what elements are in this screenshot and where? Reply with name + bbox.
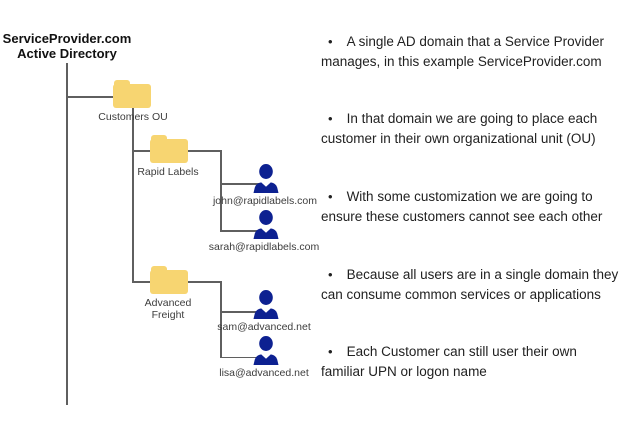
bullet-dot: • xyxy=(328,111,333,126)
folder-body xyxy=(113,84,151,108)
user-icon-john xyxy=(253,164,279,193)
connector-customers-vertical xyxy=(132,106,134,283)
bullet-dot: • xyxy=(328,344,333,359)
user-head xyxy=(259,164,273,179)
folder-label-advanced-freight-line2: Freight xyxy=(151,309,185,321)
connector-to-lisa xyxy=(220,356,262,358)
user-body xyxy=(253,182,279,193)
note-bullet-2: •In that domain we are going to place ea… xyxy=(321,109,619,149)
user-body xyxy=(253,228,279,239)
folder-label-customers-ou: Customers OU xyxy=(98,111,168,123)
folder-label-advanced-freight-line1: Advanced xyxy=(144,297,192,309)
diagram-title-line1: ServiceProvider.com xyxy=(2,31,132,46)
folder-body xyxy=(150,139,188,163)
folder-icon-rapid-labels xyxy=(150,135,188,163)
connector-advanced-vertical xyxy=(220,281,222,358)
folder-icon-advanced-freight xyxy=(150,266,188,294)
user-label-sarah: sarah@rapidlabels.com xyxy=(208,241,320,253)
note-text-1: A single AD domain that a Service Provid… xyxy=(321,34,604,69)
user-label-john: john@rapidlabels.com xyxy=(212,195,318,207)
connector-to-sam xyxy=(220,311,262,313)
note-bullet-1: •A single AD domain that a Service Provi… xyxy=(321,32,619,72)
connector-to-sarah xyxy=(220,230,262,232)
user-head xyxy=(259,336,273,351)
diagram-title: ServiceProvider.com Active Directory xyxy=(0,31,142,61)
note-text-4: Because all users are in a single domain… xyxy=(321,267,619,302)
folder-label-advanced-freight: Advanced Freight xyxy=(145,297,192,321)
note-bullet-5: •Each Customer can still user their own … xyxy=(321,342,619,382)
connector-to-customers-ou xyxy=(66,96,116,98)
folder-icon-customers-ou xyxy=(113,80,151,108)
user-icon-sarah xyxy=(253,210,279,239)
connector-to-john xyxy=(220,183,262,185)
diagram-title-line2: Active Directory xyxy=(17,46,117,61)
user-label-sam: sam@advanced.net xyxy=(217,321,311,333)
connector-root-vertical xyxy=(66,63,68,405)
user-icon-lisa xyxy=(253,336,279,365)
user-body xyxy=(253,308,279,319)
user-head xyxy=(259,210,273,225)
user-label-lisa: lisa@advanced.net xyxy=(219,367,309,379)
note-text-5: Each Customer can still user their own f… xyxy=(321,344,577,379)
user-body xyxy=(253,354,279,365)
user-icon-sam xyxy=(253,290,279,319)
folder-body xyxy=(150,270,188,294)
note-text-2: In that domain we are going to place eac… xyxy=(321,111,598,146)
bullet-dot: • xyxy=(328,189,333,204)
note-bullet-3: •With some customization we are going to… xyxy=(321,187,619,227)
bullet-dot: • xyxy=(328,267,333,282)
folder-label-rapid-labels: Rapid Labels xyxy=(137,166,199,178)
bullet-dot: • xyxy=(328,34,333,49)
user-head xyxy=(259,290,273,305)
connector-rapid-vertical xyxy=(220,150,222,232)
note-text-3: With some customization we are going to … xyxy=(321,189,603,224)
note-bullet-4: •Because all users are in a single domai… xyxy=(321,265,619,305)
